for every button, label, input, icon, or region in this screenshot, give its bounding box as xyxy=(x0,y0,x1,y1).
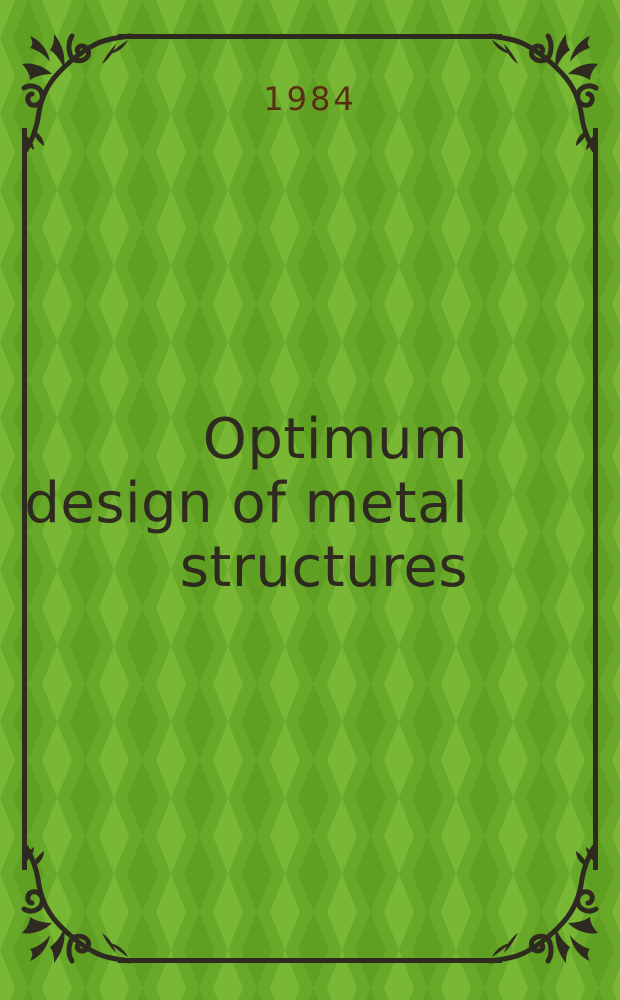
publication-year: 1984 xyxy=(263,80,357,118)
title-line-3: structures xyxy=(179,535,468,600)
book-title: Optimum design of metal structures xyxy=(24,408,468,600)
frame-left-line xyxy=(22,128,27,870)
frame-bottom-line xyxy=(118,958,502,963)
corner-flourish-top-left-icon xyxy=(10,22,140,152)
corner-flourish-bottom-left-icon xyxy=(10,845,140,975)
frame-top-line xyxy=(118,34,502,39)
title-line-2: design of metal xyxy=(24,471,468,536)
title-line-1: Optimum xyxy=(202,407,468,472)
corner-flourish-bottom-right-icon xyxy=(480,845,610,975)
frame-right-line xyxy=(593,128,598,870)
corner-flourish-top-right-icon xyxy=(480,22,610,152)
